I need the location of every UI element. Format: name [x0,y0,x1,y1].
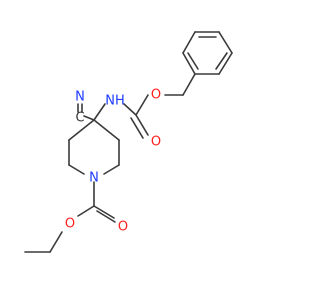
atom-nitrile-n: N [75,90,85,105]
bond [182,73,196,96]
bond [182,31,196,54]
bond [93,103,106,121]
bond [130,117,144,139]
bond [96,210,116,223]
bond [135,94,149,116]
bond [49,231,63,253]
bond [218,52,233,75]
bond [83,115,95,121]
bond [135,114,149,136]
structure-canvas: C N NH O O N O O [24,31,233,253]
bond [77,205,95,217]
bond [123,103,137,116]
atom-labels: C N NH O O N O O [65,88,161,235]
bond [68,164,85,175]
bond [187,52,199,70]
bond [93,205,115,219]
bond [215,52,228,70]
bond [68,119,95,141]
atom-carbamate-nh: NH [105,94,125,109]
atom-ring-n: N [89,171,99,186]
atom-ester-o-ether: O [65,217,75,232]
bond [93,119,120,141]
chemical-structure: C N NH O O N O O [24,31,233,253]
atom-carbamate-o-ether: O [151,88,161,103]
bond [103,164,120,175]
atom-nitrile-c: C [75,111,84,126]
bond [218,31,233,54]
bond [182,52,196,75]
atom-carbamate-o-carbonyl: O [151,135,161,150]
bond-lines [24,31,233,253]
atom-ester-o-carbonyl: O [118,220,128,235]
